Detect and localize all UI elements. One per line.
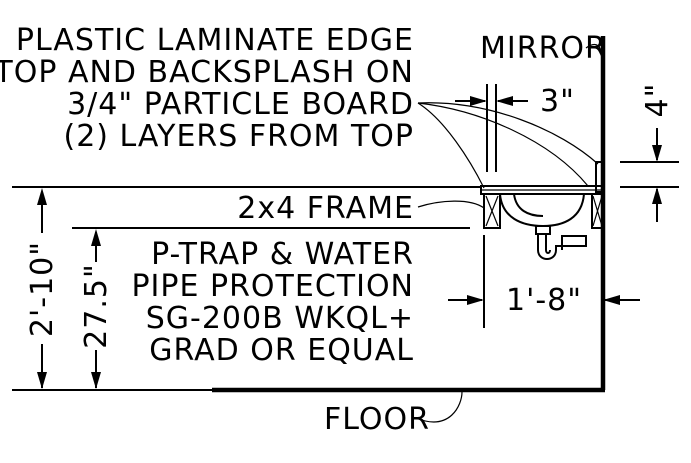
note-floor: FLOOR bbox=[324, 391, 463, 437]
rear-frame bbox=[591, 193, 604, 229]
counter-assembly bbox=[480, 161, 604, 235]
note-laminate-line-1: PLASTIC LAMINATE EDGE bbox=[16, 23, 414, 58]
dim-splash-width-label: 3" bbox=[540, 84, 575, 119]
note-mirror: MIRROR bbox=[480, 31, 607, 66]
leader-laminate-1 bbox=[417, 102, 485, 189]
note-ptrap-line-4: GRAD OR EQUAL bbox=[149, 333, 414, 368]
leader-laminate-2 bbox=[417, 102, 589, 187]
note-frame: 2x4 FRAME bbox=[237, 191, 485, 226]
note-ptrap: P-TRAP & WATER PIPE PROTECTION SG-200B W… bbox=[131, 237, 414, 368]
note-mirror-label: MIRROR bbox=[480, 31, 607, 66]
note-laminate-line-4: (2) LAYERS FROM TOP bbox=[64, 119, 415, 154]
dim-counter-height-label: 2'-10" bbox=[25, 241, 60, 337]
p-trap bbox=[537, 234, 587, 260]
leader-mirror bbox=[585, 43, 602, 53]
dim-knee-clearance-label: 27.5" bbox=[79, 263, 114, 349]
front-frame bbox=[483, 193, 501, 229]
note-laminate: PLASTIC LAMINATE EDGE TOP AND BACKSPLASH… bbox=[0, 23, 599, 189]
dim-counter-depth-label: 1'-8" bbox=[506, 283, 582, 318]
note-laminate-line-3: 3/4" PARTICLE BOARD bbox=[67, 87, 414, 122]
backsplash bbox=[595, 161, 604, 193]
sink-bowl bbox=[499, 193, 585, 228]
dimension-splash-width: 3" bbox=[455, 84, 575, 172]
dimension-backsplash-height: 4" bbox=[620, 83, 679, 222]
dimension-counter-depth: 1'-8" bbox=[448, 235, 640, 328]
leader-frame bbox=[417, 200, 485, 209]
leader-floor bbox=[415, 391, 463, 423]
note-ptrap-line-3: SG-200B WKQL+ bbox=[146, 301, 414, 336]
note-ptrap-line-2: PIPE PROTECTION bbox=[131, 269, 414, 304]
dimension-knee-clearance: 27.5" bbox=[79, 229, 114, 389]
dim-backsplash-height-label: 4" bbox=[640, 83, 675, 118]
note-floor-label: FLOOR bbox=[324, 402, 430, 437]
dimension-counter-height: 2'-10" bbox=[25, 188, 60, 389]
note-laminate-line-2: TOP AND BACKSPLASH ON bbox=[0, 55, 414, 90]
leader-laminate-3 bbox=[417, 102, 599, 165]
note-frame-label: 2x4 FRAME bbox=[237, 191, 414, 226]
note-ptrap-line-1: P-TRAP & WATER bbox=[151, 237, 414, 272]
